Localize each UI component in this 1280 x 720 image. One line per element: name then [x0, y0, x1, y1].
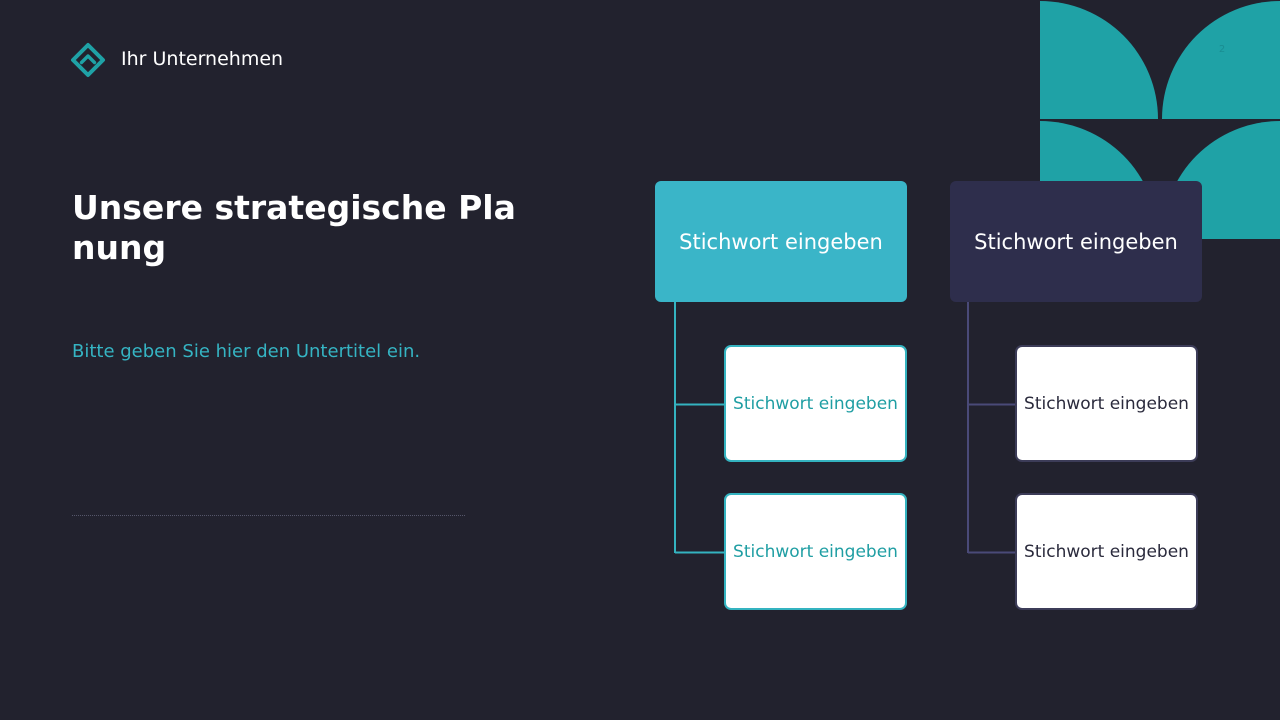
divider [72, 515, 465, 516]
diagram-head-box-right[interactable]: Stichwort eingeben [950, 181, 1202, 302]
page-number: 2 [1218, 44, 1226, 55]
slide-subtitle[interactable]: Bitte geben Sie hier den Untertitel ein. [72, 341, 421, 362]
diagram-child-box-right-1[interactable]: Stichwort eingeben [1015, 345, 1198, 462]
diagram-child-box-right-2[interactable]: Stichwort eingeben [1015, 493, 1198, 610]
diagram-head-box-left[interactable]: Stichwort eingeben [655, 181, 907, 302]
diamond-chevron-logo-icon [71, 43, 105, 77]
diagram-child-box-left-1[interactable]: Stichwort eingeben [724, 345, 907, 462]
slide-title[interactable]: Unsere strategische Planung [72, 188, 516, 267]
diagram-child-box-left-2[interactable]: Stichwort eingeben [724, 493, 907, 610]
decorative-quarter-circle [1162, 1, 1280, 119]
decorative-quarter-circle [1040, 1, 1158, 119]
company-name: Ihr Unternehmen [121, 48, 284, 70]
